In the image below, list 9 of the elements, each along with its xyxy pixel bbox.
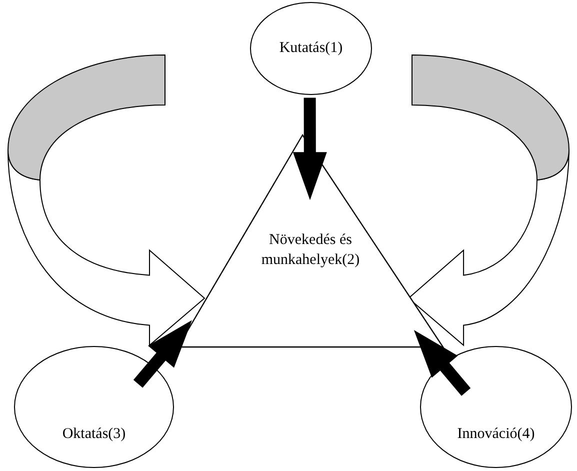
thick-arrow (414, 330, 471, 396)
node-label: Oktatás(3) (62, 425, 126, 444)
node-label: Innováció(4) (457, 425, 535, 444)
curved-block-arrow (408, 54, 570, 346)
node-label: Kutatás(1) (279, 38, 343, 58)
node-label: Növekedés és munkahelyek(2) (260, 231, 361, 270)
thick-arrow (292, 98, 327, 200)
thick-arrow (133, 320, 192, 388)
curved-block-arrow (8, 54, 205, 346)
